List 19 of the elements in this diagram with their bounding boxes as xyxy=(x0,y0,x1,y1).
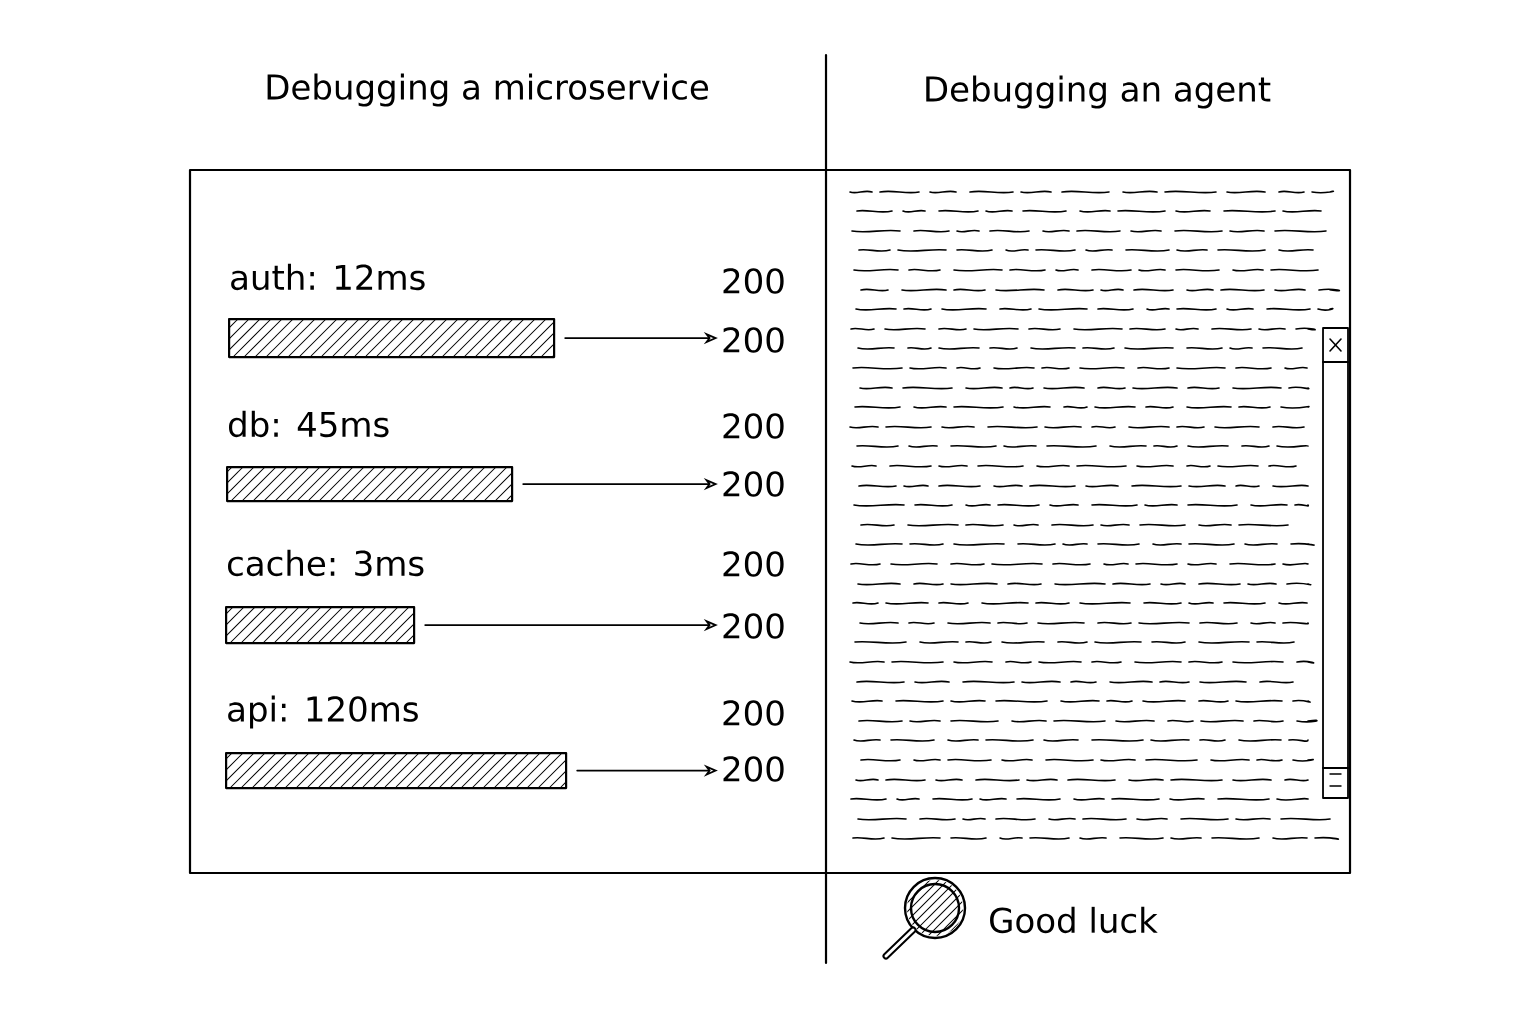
hatched-bar xyxy=(225,752,568,790)
status-code: 200 xyxy=(723,471,784,497)
status-code: 200 xyxy=(723,613,784,639)
bar-label: api: 120ms xyxy=(228,695,418,729)
hatched-bar xyxy=(225,606,416,645)
bar-label: auth: 12ms xyxy=(231,263,425,291)
bar-label: db: 45ms xyxy=(229,410,389,438)
caption-text: Good luck xyxy=(990,906,1158,934)
hatched-bar xyxy=(228,318,556,359)
status-code: 200 xyxy=(723,268,784,294)
heading: Debugging a microservice xyxy=(267,73,708,107)
hatched-bar xyxy=(226,466,514,503)
status-code: 200 xyxy=(723,413,784,439)
status-code: 200 xyxy=(723,551,784,577)
heading: Debugging an agent xyxy=(926,75,1271,109)
status-code: 200 xyxy=(723,700,784,726)
bar-label: cache: 3ms xyxy=(228,549,424,577)
status-code: 200 xyxy=(723,756,784,782)
status-code: 200 xyxy=(723,327,784,353)
